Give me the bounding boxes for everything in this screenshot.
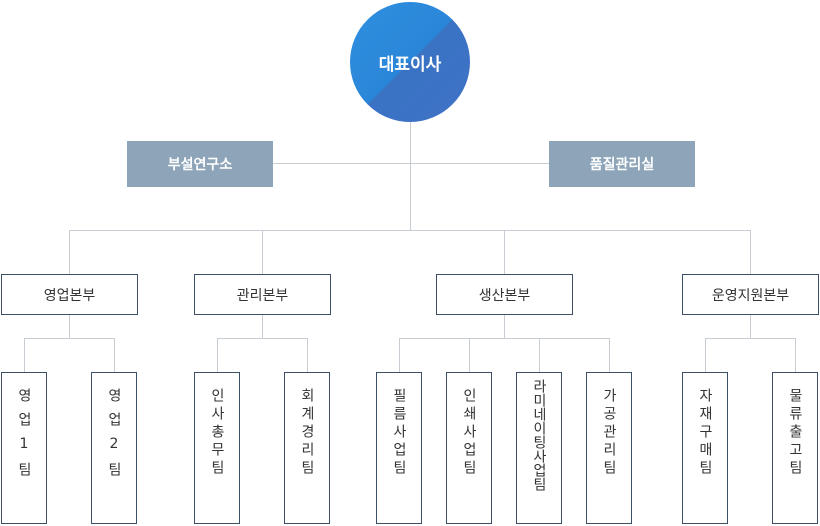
division-label: 관리본부 <box>236 287 289 304</box>
team-label: 인사총무팀 <box>209 388 225 478</box>
team-laminating-business: 라미네이팅사업팀 <box>516 372 562 524</box>
team-film-business: 필름사업팀 <box>376 372 422 524</box>
team-label: 회계경리팀 <box>299 388 315 478</box>
team-accounting: 회계경리팀 <box>284 372 330 524</box>
team-label: 영업1팀 <box>16 388 32 486</box>
team-printing-business: 인쇄사업팀 <box>446 372 492 524</box>
division-label: 영업본부 <box>43 287 96 304</box>
division-production: 생산본부 <box>436 274 573 315</box>
team-label: 물류출고팀 <box>787 388 803 478</box>
division-operations-support: 운영지원본부 <box>682 274 819 315</box>
team-hr-general-affairs: 인사총무팀 <box>194 372 240 524</box>
team-label: 자재구매팀 <box>697 388 713 478</box>
team-sales-2: 영업2팀 <box>91 372 137 524</box>
team-logistics-shipping: 물류출고팀 <box>772 372 818 524</box>
team-label: 라미네이팅사업팀 <box>531 379 547 491</box>
ceo-node: 대표이사 <box>350 2 470 122</box>
team-label: 가공관리팀 <box>601 388 617 478</box>
team-processing-management: 가공관리팀 <box>586 372 632 524</box>
team-label: 인쇄사업팀 <box>461 388 477 478</box>
research-lab-label: 부설연구소 <box>167 157 233 173</box>
quality-office-node: 품질관리실 <box>549 141 695 187</box>
ceo-label: 대표이사 <box>378 54 442 75</box>
division-label: 운영지원본부 <box>711 287 790 304</box>
division-sales: 영업본부 <box>1 274 138 315</box>
division-management: 관리본부 <box>194 274 331 315</box>
research-lab-node: 부설연구소 <box>127 141 273 187</box>
team-sales-1: 영업1팀 <box>1 372 47 524</box>
team-label: 영업2팀 <box>106 388 122 486</box>
team-procurement: 자재구매팀 <box>682 372 728 524</box>
quality-office-label: 품질관리실 <box>589 157 655 173</box>
division-label: 생산본부 <box>478 287 531 304</box>
team-label: 필름사업팀 <box>391 388 407 478</box>
